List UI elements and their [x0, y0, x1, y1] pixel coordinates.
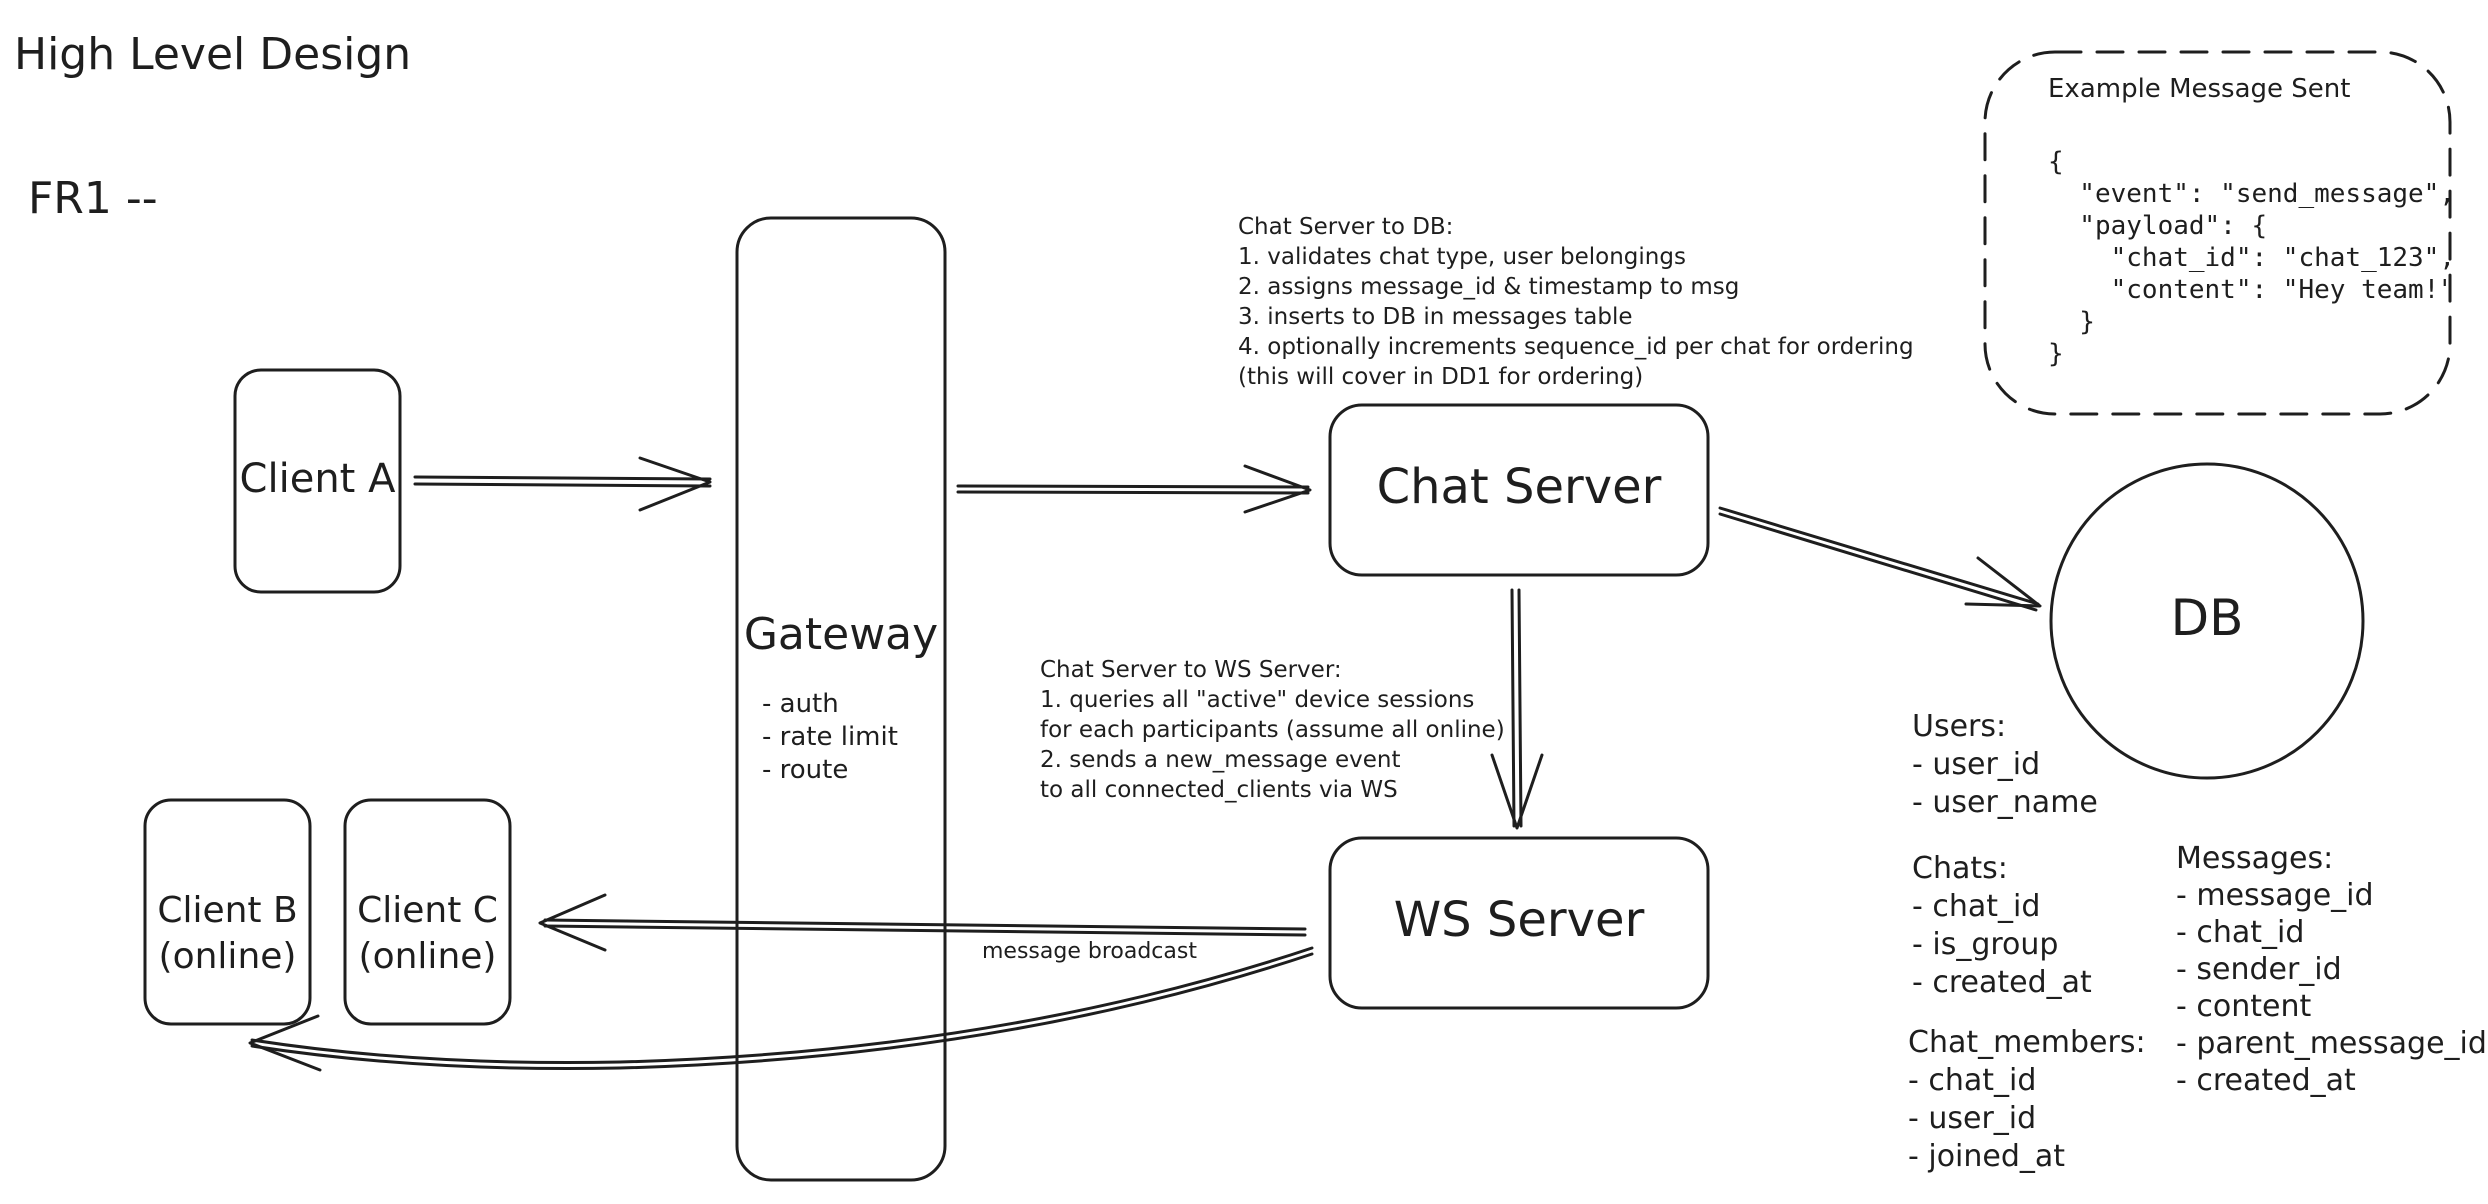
chat-to-ws-step: for each participants (assume all online…: [1040, 717, 1505, 743]
schema-chat-members-title: Chat_members:: [1908, 1025, 2146, 1060]
client-c-label: Client C (online): [345, 888, 510, 980]
chat-to-ws-annotation: Chat Server to WS Server: 1. queries all …: [1040, 655, 1505, 805]
schema-messages: Messages:- message_id- chat_id- sender_i…: [2176, 840, 2487, 1099]
chat-server-label: Chat Server: [1376, 459, 1662, 515]
json-line: "payload": {: [2048, 211, 2268, 241]
example-message-title: Example Message Sent: [2048, 74, 2351, 104]
gateway-note-auth: - auth: [762, 689, 839, 719]
schema-field: - joined_at: [1908, 1139, 2066, 1174]
schema-users: Users:- user_id- user_name: [1912, 708, 2098, 822]
json-line: "event": "send_message",: [2048, 179, 2455, 209]
gateway-note-route: - route: [762, 755, 849, 785]
schema-users-title: Users:: [1912, 709, 2007, 744]
arrow-ws-server-to-client-c: [538, 893, 1307, 952]
page-title: High Level Design: [14, 29, 412, 80]
json-line: }: [2048, 339, 2064, 369]
chat-to-db-heading: Chat Server to DB:: [1238, 214, 1454, 240]
schema-field: - chat_id: [2176, 915, 2305, 950]
arrow-gateway-to-chat-server: [956, 464, 1312, 514]
client-b-label: Client B (online): [145, 888, 310, 980]
schema-field: - user_name: [1912, 785, 2098, 820]
schema-field: - chat_id: [1908, 1063, 2037, 1098]
arrow-chat-server-to-db: [1718, 506, 2042, 612]
json-line: "content": "Hey team!": [2048, 275, 2455, 305]
json-line: }: [2048, 307, 2095, 337]
schema-field: - created_at: [2176, 1063, 2356, 1098]
chat-to-ws-step: to all connected_clients via WS: [1040, 777, 1398, 803]
ws-server-box[interactable]: [1328, 836, 1710, 1010]
chat-to-db-step: 4. optionally increments sequence_id per…: [1238, 334, 1914, 360]
gateway-box[interactable]: [735, 216, 947, 1182]
schema-field: - created_at: [1912, 965, 2092, 1000]
client-a-label: Client A: [239, 456, 396, 502]
chat-to-db-step: 3. inserts to DB in messages table: [1238, 304, 1633, 330]
arrow-chat-server-to-ws-server: [1490, 588, 1544, 830]
client-b-name: Client B: [157, 890, 298, 931]
client-c-status: (online): [358, 936, 497, 977]
chat-to-db-annotation: Chat Server to DB: 1. validates chat type…: [1238, 212, 1914, 392]
arrow-client-a-to-gateway: [413, 456, 712, 512]
chat-to-db-note: (this will cover in DD1 for ordering): [1238, 364, 1644, 390]
gateway-label: Gateway: [743, 609, 939, 660]
example-message-box: [1983, 50, 2452, 416]
schema-field: - user_id: [1908, 1101, 2037, 1136]
gateway-notes: - auth- rate limit- route: [762, 688, 898, 787]
chat-to-ws-step: 2. sends a new_message event: [1040, 747, 1401, 773]
gateway-note-rate-limit: - rate limit: [762, 722, 898, 752]
example-message-json: { "event": "send_message", "payload": { …: [2048, 146, 2455, 370]
chat-to-db-step: 2. assigns message_id & timestamp to msg: [1238, 274, 1740, 300]
schema-field: - is_group: [1912, 927, 2059, 962]
schema-chats-title: Chats:: [1912, 851, 2008, 886]
schema-field: - chat_id: [1912, 889, 2041, 924]
schema-field: - sender_id: [2176, 952, 2342, 987]
schema-field: - content: [2176, 989, 2312, 1024]
db-circle[interactable]: [2049, 462, 2365, 780]
chat-to-db-step: 1. validates chat type, user belongings: [1238, 244, 1686, 270]
section-label: FR1 --: [28, 173, 158, 224]
schema-messages-title: Messages:: [2176, 841, 2334, 876]
schema-field: - message_id: [2176, 878, 2374, 913]
schema-chats: Chats:- chat_id- is_group- created_at: [1912, 850, 2092, 1002]
schema-field: - parent_message_id: [2176, 1026, 2487, 1061]
client-b-status: (online): [158, 936, 297, 977]
arrow-ws-server-to-client-b: [248, 946, 1314, 1072]
chat-to-ws-step: 1. queries all "active" device sessions: [1040, 687, 1475, 713]
client-c-box[interactable]: [343, 798, 512, 1026]
schema-field: - user_id: [1912, 747, 2041, 782]
client-b-box[interactable]: [143, 798, 312, 1026]
schema-chat-members: Chat_members:- chat_id- user_id- joined_…: [1908, 1024, 2146, 1176]
ws-server-label: WS Server: [1393, 892, 1645, 948]
json-line: "chat_id": "chat_123",: [2048, 243, 2455, 273]
client-a-box[interactable]: [233, 368, 402, 594]
chat-to-ws-heading: Chat Server to WS Server:: [1040, 657, 1342, 683]
chat-server-box[interactable]: [1328, 403, 1710, 577]
db-label: DB: [2170, 589, 2244, 647]
client-c-name: Client C: [357, 890, 498, 931]
broadcast-label: message broadcast: [982, 939, 1197, 964]
json-line: {: [2048, 147, 2064, 177]
